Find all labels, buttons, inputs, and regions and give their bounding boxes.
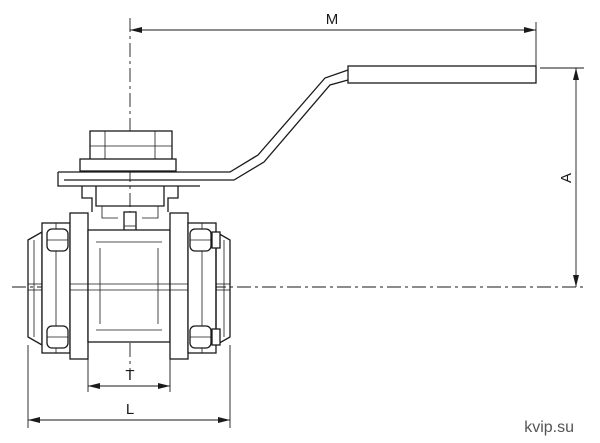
dimension-a: A	[540, 67, 584, 287]
dimension-t: T	[87, 342, 171, 392]
dimension-label-l: L	[126, 401, 134, 418]
valve-body	[87, 229, 171, 343]
dimension-l: L	[27, 345, 231, 428]
dimension-label-a: A	[558, 173, 575, 183]
bolt-nuts	[46, 228, 221, 349]
right-flange	[169, 212, 189, 360]
lever-handle	[57, 65, 537, 187]
watermark-text: kvip.su	[524, 419, 574, 436]
dimension-label-t: T	[125, 367, 134, 384]
dimension-m: M	[130, 11, 537, 66]
dimension-label-m: M	[326, 11, 339, 28]
lever-grip	[347, 65, 537, 84]
left-flange	[69, 212, 89, 360]
stem-nut	[79, 130, 177, 172]
